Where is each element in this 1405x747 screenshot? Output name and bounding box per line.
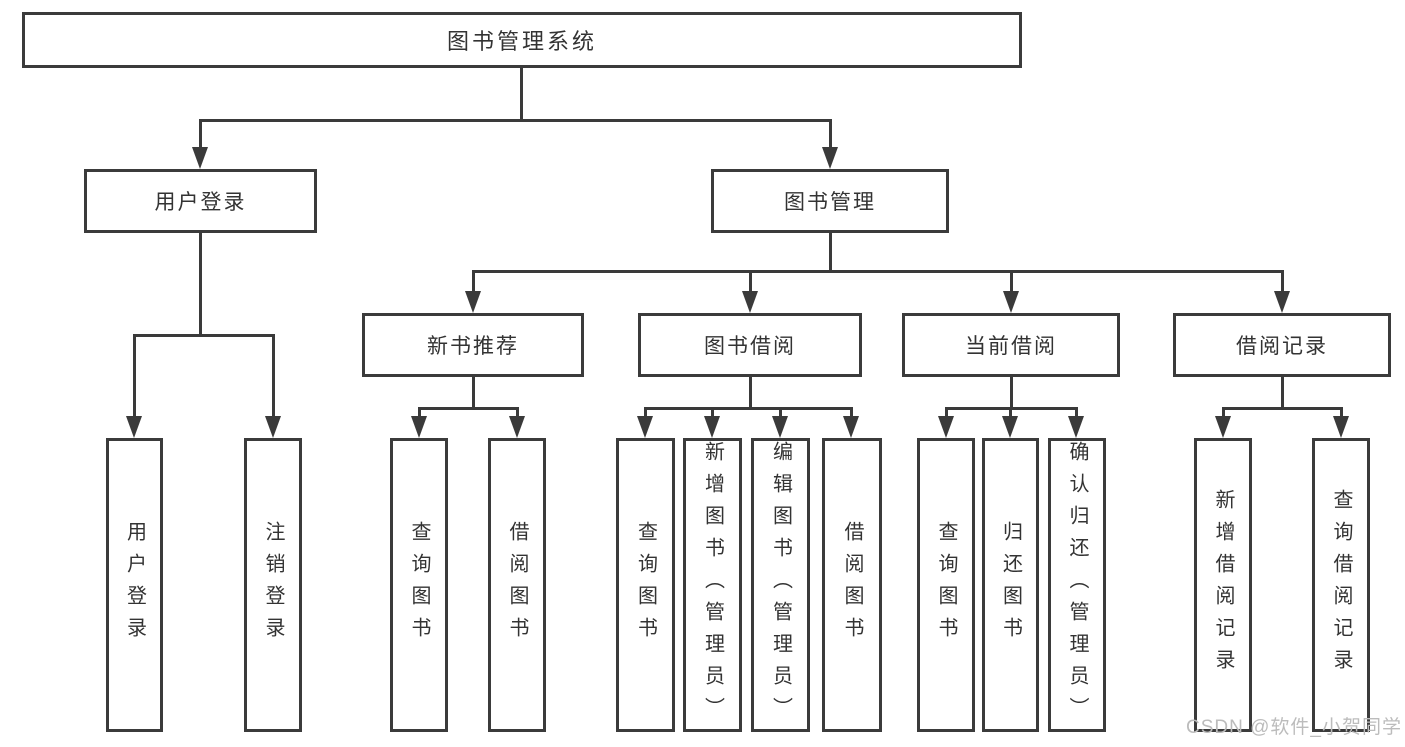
- leaf-label: 查询图书: [408, 521, 430, 649]
- node-borrowing-records: 借阅记录: [1173, 313, 1391, 377]
- leaf-logout: 注销登录: [244, 438, 302, 732]
- connector-line: [199, 232, 202, 337]
- leaf-add-books-admin: 新增图书（管理员）: [683, 438, 742, 732]
- connector-line: [749, 270, 752, 295]
- connector-line: [472, 270, 475, 295]
- connector-line: [644, 407, 853, 410]
- leaf-label: 注销登录: [262, 521, 284, 649]
- leaf-add-borrow-record: 新增借阅记录: [1194, 438, 1252, 732]
- connector-line: [199, 119, 832, 122]
- leaf-query-books-borrowing: 查询图书: [616, 438, 675, 732]
- arrow-down-icon: [1333, 416, 1349, 438]
- connector-line: [472, 377, 475, 410]
- leaf-user-login: 用户登录: [106, 438, 163, 732]
- node-library-management-system: 图书管理系统: [22, 12, 1022, 68]
- node-label: 图书管理: [784, 191, 876, 214]
- connector-line: [133, 334, 275, 337]
- arrow-down-icon: [822, 147, 838, 169]
- node-label: 图书管理系统: [446, 29, 597, 54]
- leaf-query-books-current: 查询图书: [917, 438, 975, 732]
- node-current-borrowing: 当前借阅: [902, 313, 1120, 377]
- connector-line: [644, 407, 647, 419]
- arrow-down-icon: [637, 416, 653, 438]
- arrow-down-icon: [192, 147, 208, 169]
- leaf-borrow-books: 借阅图书: [822, 438, 882, 732]
- connector-line: [1075, 407, 1078, 419]
- arrow-down-icon: [1068, 416, 1084, 438]
- connector-line: [472, 270, 1284, 273]
- connector-line: [520, 68, 523, 122]
- leaf-label: 查询借阅记录: [1330, 489, 1352, 681]
- connector-line: [516, 407, 519, 419]
- connector-line: [1340, 407, 1343, 419]
- arrow-down-icon: [126, 416, 142, 438]
- node-label: 当前借阅: [965, 335, 1057, 358]
- node-label: 图书借阅: [704, 335, 796, 358]
- arrow-down-icon: [1274, 291, 1290, 313]
- csdn-watermark: CSDN @软件_小贺同学: [1186, 717, 1402, 738]
- arrow-down-icon: [704, 416, 720, 438]
- connector-line: [829, 233, 832, 273]
- connector-line: [829, 119, 832, 149]
- connector-line: [133, 334, 136, 418]
- arrow-down-icon: [1215, 416, 1231, 438]
- arrow-down-icon: [938, 416, 954, 438]
- leaf-borrow-books-recommend: 借阅图书: [488, 438, 546, 732]
- connector-line: [1222, 407, 1225, 419]
- leaf-label: 编辑图书（管理员）: [769, 441, 792, 729]
- connector-line: [272, 334, 275, 418]
- leaf-confirm-return-admin: 确认归还（管理员）: [1048, 438, 1106, 732]
- leaf-query-books-recommend: 查询图书: [390, 438, 448, 732]
- connector-line: [199, 119, 202, 149]
- connector-line: [749, 377, 752, 410]
- connector-line: [1281, 377, 1284, 410]
- node-label: 用户登录: [154, 191, 247, 214]
- connector-line: [1010, 270, 1013, 295]
- arrow-down-icon: [1002, 416, 1018, 438]
- connector-line: [1281, 270, 1284, 295]
- arrow-down-icon: [772, 416, 788, 438]
- arrow-down-icon: [1003, 291, 1019, 313]
- connector-line: [945, 407, 948, 419]
- arrow-down-icon: [411, 416, 427, 438]
- leaf-label: 借阅图书: [841, 521, 863, 649]
- connector-line: [1222, 407, 1342, 410]
- leaf-label: 确认归还（管理员）: [1066, 441, 1088, 729]
- leaf-edit-books-admin: 编辑图书（管理员）: [751, 438, 810, 732]
- leaf-label: 新增图书（管理员）: [701, 441, 724, 729]
- node-user-login: 用户登录: [84, 169, 317, 233]
- leaf-query-borrow-record: 查询借阅记录: [1312, 438, 1370, 732]
- connector-line: [850, 407, 853, 419]
- arrow-down-icon: [742, 291, 758, 313]
- connector-line: [711, 407, 714, 419]
- arrow-down-icon: [265, 416, 281, 438]
- leaf-label: 查询图书: [935, 521, 957, 649]
- leaf-label: 新增借阅记录: [1212, 489, 1234, 681]
- connector-line: [1009, 407, 1012, 419]
- node-new-book-recommend: 新书推荐: [362, 313, 584, 377]
- connector-line: [1010, 377, 1013, 410]
- arrow-down-icon: [465, 291, 481, 313]
- node-label: 新书推荐: [427, 335, 519, 358]
- leaf-label: 借阅图书: [506, 521, 528, 649]
- leaf-label: 归还图书: [999, 521, 1022, 649]
- node-book-borrowing: 图书借阅: [638, 313, 862, 377]
- node-book-management: 图书管理: [711, 169, 949, 233]
- connector-line: [418, 407, 519, 410]
- arrow-down-icon: [509, 416, 525, 438]
- node-label: 借阅记录: [1236, 335, 1328, 358]
- leaf-return-books: 归还图书: [982, 438, 1039, 732]
- connector-line: [779, 407, 782, 419]
- connector-line: [418, 407, 421, 419]
- arrow-down-icon: [843, 416, 859, 438]
- leaf-label: 查询图书: [634, 521, 657, 649]
- leaf-label: 用户登录: [123, 521, 146, 649]
